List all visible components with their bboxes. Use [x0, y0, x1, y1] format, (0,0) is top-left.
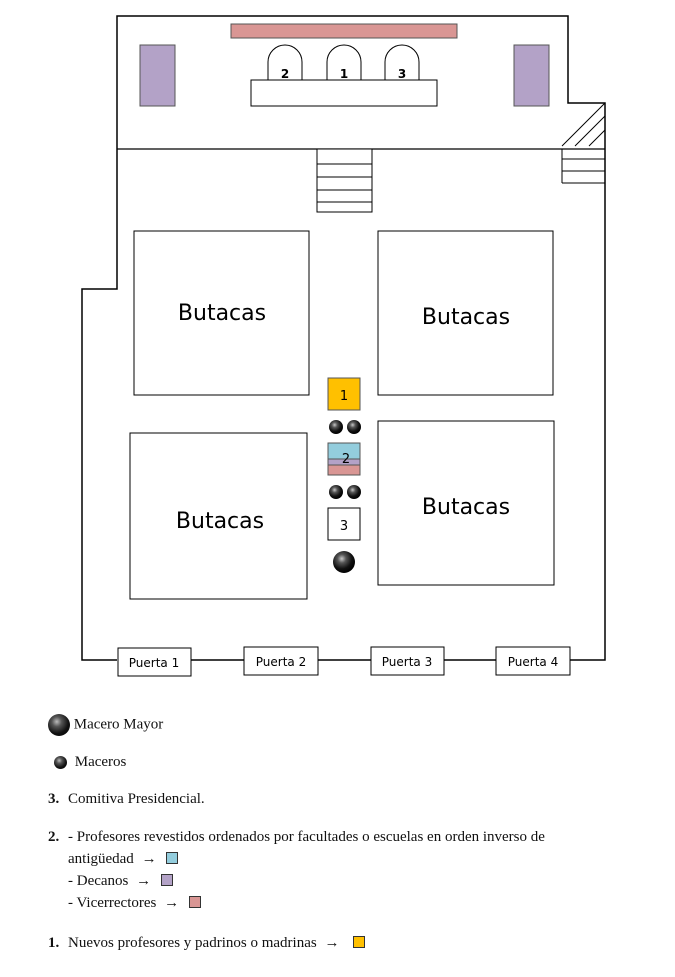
door-label: Puerta 2 — [256, 655, 306, 669]
door-4 — [495, 646, 571, 676]
stage-seat-arch — [384, 44, 420, 80]
side-stairs — [561, 102, 606, 184]
legend-item-1: 1. Nuevos profesores y padrinos o madrina… — [48, 933, 366, 953]
macero-mayor-icon — [48, 714, 70, 736]
arrow-icon: → — [164, 895, 180, 911]
arrow-icon: → — [136, 873, 152, 889]
stage-seat-label: 2 — [281, 67, 289, 81]
butacas-block — [133, 230, 310, 396]
legend-item-2-number: 2. — [48, 829, 60, 845]
legend-item-2-line1: - Profesores revestidos ordenados por fa… — [68, 829, 545, 845]
macero-mayor-icon — [333, 551, 355, 573]
aisle-block-1 — [327, 377, 361, 411]
central-stairs — [316, 148, 373, 213]
floor-plan: 2 1 3 Butacas Butacas Butacas Butacas 1 … — [81, 15, 606, 677]
legend-item-2-vicerrectores: - Vicerrectores — [68, 895, 157, 911]
presidential-table — [250, 79, 438, 107]
legend-macero-mayor-text: Macero Mayor — [73, 716, 164, 733]
macero-icon — [329, 420, 343, 434]
legend-maceros: Maceros — [54, 752, 126, 772]
stage-seat-label: 3 — [398, 67, 406, 81]
door-label: Puerta 3 — [382, 655, 432, 669]
aisle-block-2-vicerrectores — [327, 464, 361, 476]
legend-item-3-number: 3. — [48, 791, 60, 807]
legend-item-3: 3. Comitiva Presidencial. — [48, 789, 205, 809]
decanos-block-left — [139, 44, 176, 107]
legend-macero-mayor: Macero Mayor — [48, 714, 163, 736]
door-1 — [117, 647, 192, 677]
stage-seat-arch — [326, 44, 362, 80]
door-2 — [243, 646, 319, 676]
legend-item-2-line2: antigüedad — [68, 851, 134, 867]
macero-icon — [347, 420, 361, 434]
aisle-block-2-label: 2 — [342, 452, 350, 467]
presidential-banner — [230, 23, 458, 39]
butacas-label: Butacas — [422, 305, 510, 330]
legend-item-1-text: Nuevos profesores y padrinos o madrinas — [68, 935, 317, 951]
butacas-block — [129, 432, 308, 600]
legend-item-1-number: 1. — [48, 935, 60, 951]
aisle-block-1-label: 1 — [340, 389, 348, 404]
macero-icon — [347, 485, 361, 499]
arrow-icon: → — [324, 935, 340, 951]
decanos-color-swatch — [160, 874, 173, 886]
butacas-label: Butacas — [422, 495, 510, 520]
legend-item-2: 2. - Profesores revestidos ordenados por … — [48, 827, 545, 913]
stage-seat-label: 1 — [340, 67, 348, 81]
macero-icon — [54, 756, 67, 770]
decanos-block-right — [513, 44, 550, 107]
stage-seat-arch — [267, 44, 303, 80]
butacas-label: Butacas — [178, 301, 266, 326]
door-3 — [370, 646, 445, 676]
door-label: Puerta 1 — [129, 656, 179, 670]
outer-wall — [81, 15, 606, 661]
legend-item-3-text: Comitiva Presidencial. — [68, 791, 205, 807]
legend-item-2-decanos: - Decanos — [68, 873, 129, 889]
door-label: Puerta 4 — [508, 655, 558, 669]
macero-icon — [329, 485, 343, 499]
aisle-block-3 — [327, 507, 361, 541]
butacas-block — [377, 420, 555, 586]
legend-maceros-text: Maceros — [74, 754, 127, 770]
profesores-color-swatch — [166, 852, 179, 864]
butacas-block — [377, 230, 554, 396]
nuevos-color-swatch — [353, 936, 366, 948]
vicerrectores-color-swatch — [188, 896, 201, 908]
arrow-icon: → — [141, 851, 157, 867]
aisle-block-3-label: 3 — [340, 519, 348, 534]
butacas-label: Butacas — [176, 509, 264, 534]
